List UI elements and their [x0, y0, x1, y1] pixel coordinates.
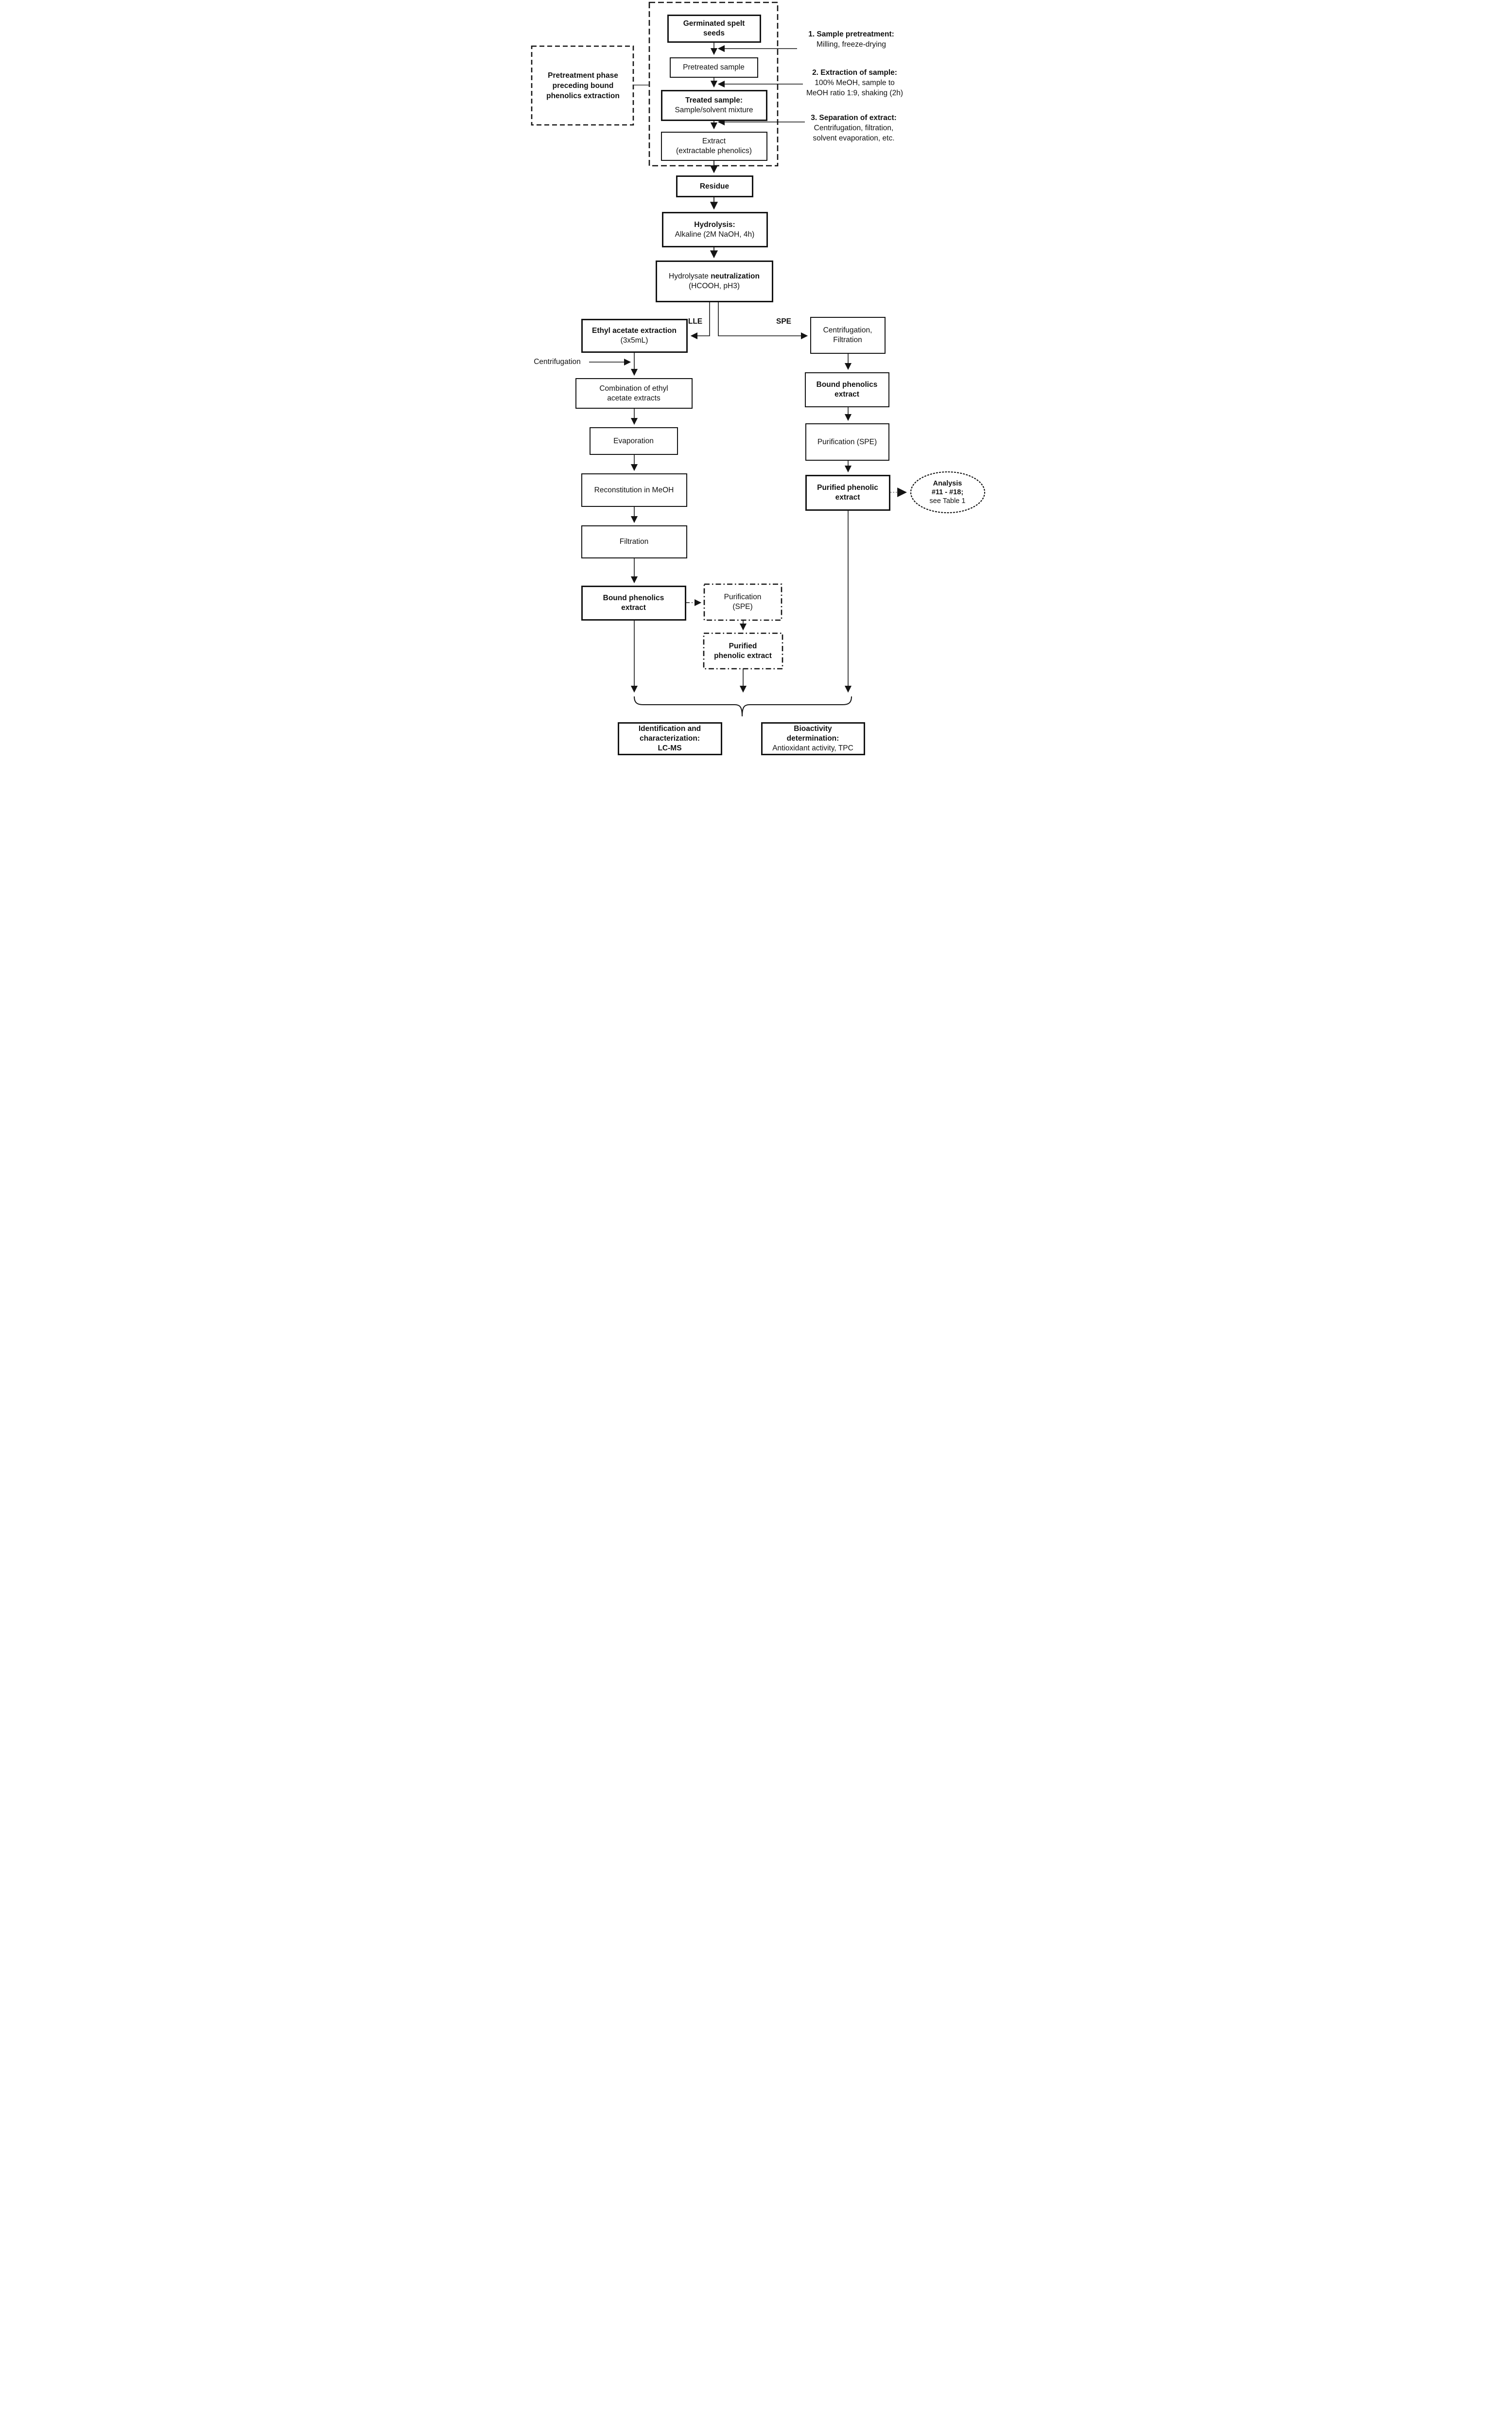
box-line: Purified phenolic — [817, 484, 878, 492]
box-extract-extractable-phenolics: Extract (extractable phenolics) — [660, 132, 767, 161]
box-line: Germinated spelt — [683, 19, 745, 28]
ellipse-line: Analysis — [933, 480, 962, 487]
box-purification-spe-optional: Purification (SPE) — [704, 584, 782, 620]
annotation-title: 2. Extraction of sample: — [812, 69, 897, 77]
box-ethyl-acetate-extraction: Ethyl acetate extraction (3x5mL) — [581, 319, 688, 353]
dashed-note-box — [531, 45, 634, 126]
note-line: phenolics extraction — [546, 91, 620, 100]
box-line: Purification (SPE) — [817, 437, 877, 446]
box-line: Hydrolysis: — [694, 220, 735, 229]
label-centrifugation: Centrifugation — [534, 358, 581, 366]
box-line: Treated sample: — [685, 96, 743, 104]
analysis-ellipse-label: Analysis #11 - #18; see Table 1 — [911, 472, 985, 513]
box-line-part-bold: neutralization — [711, 272, 760, 280]
box-line: Extract — [702, 137, 726, 145]
box-bound-phenolics-extract-right: Bound phenolics extract — [804, 372, 889, 407]
box-germinated-spelt-seeds: Germinated spelt seeds — [667, 15, 761, 43]
annotation-line: solvent evaporation, etc. — [813, 134, 895, 142]
box-hydrolysate-neutralization: Hydrolysate neutralization (HCOOH, pH3) — [655, 260, 773, 302]
analysis-ellipse — [910, 471, 985, 514]
box-purified-phenolic-extract-optional: Purified phenolic extract — [704, 633, 782, 669]
box-line: Bioactivity — [794, 725, 832, 733]
annotation-line: MeOH ratio 1:9, shaking (2h) — [806, 89, 903, 97]
box-line: Purified — [729, 642, 757, 650]
note-pretreatment-phase: Pretreatment phase preceding bound pheno… — [536, 49, 631, 122]
box-line: Residue — [699, 182, 730, 191]
annotation-separation-of-extract: 3. Separation of extract: Centrifugation… — [799, 113, 909, 143]
label-spe: SPE — [776, 317, 791, 326]
box-line: Filtration — [619, 538, 649, 546]
box-combination-ethyl-acetate: Combination of ethyl acetate extracts — [575, 378, 693, 409]
box-purification-spe-right: Purification (SPE) — [805, 423, 889, 461]
ellipse-line: see Table 1 — [929, 497, 966, 505]
box-bound-phenolics-extract-left: Bound phenolics extract — [581, 586, 686, 621]
dashdot-box-purification — [703, 583, 782, 621]
box-line: determination: — [786, 734, 839, 743]
box-line: (HCOOH, pH3) — [688, 282, 740, 290]
box-line: (extractable phenolics) — [676, 147, 752, 155]
box-filtration: Filtration — [581, 525, 687, 558]
box-bioactivity-determination: Bioactivity determination: Antioxidant a… — [761, 722, 865, 755]
box-line: extract — [834, 390, 859, 399]
box-line: Bound phenolics — [603, 594, 664, 602]
annotation-sample-pretreatment: 1. Sample pretreatment: Milling, freeze-… — [796, 29, 907, 50]
box-pretreated-sample: Pretreated sample — [669, 57, 758, 78]
box-line: phenolic extract — [714, 651, 772, 660]
box-line: LC-MS — [658, 744, 682, 752]
label-lle: LLE — [688, 317, 703, 326]
box-line: (3x5mL) — [620, 336, 648, 345]
branch-line-spe — [717, 302, 808, 340]
box-line: Filtration — [833, 336, 862, 344]
box-line: Bound phenolics — [816, 381, 878, 389]
box-purified-phenolic-extract-right: Purified phenolic extract — [805, 475, 890, 511]
box-line: Purification — [724, 593, 762, 601]
box-line: Combination of ethyl — [599, 384, 668, 393]
annotation-title: 3. Separation of extract: — [811, 114, 897, 122]
box-centrifugation-filtration: Centrifugation, Filtration — [810, 317, 886, 354]
box-residue: Residue — [676, 175, 753, 197]
annotation-line: Centrifugation, filtration, — [814, 124, 894, 132]
box-line: seeds — [703, 29, 725, 37]
box-identification-characterization-lcms: Identification and characterization: LC-… — [617, 722, 722, 755]
branch-line-lle — [690, 302, 710, 340]
box-line: characterization: — [639, 734, 700, 743]
box-line: Reconstitution in MeOH — [594, 486, 674, 494]
note-line: Pretreatment phase — [548, 71, 618, 80]
box-line: Centrifugation, — [823, 326, 872, 334]
box-line: Alkaline (2M NaOH, 4h) — [675, 230, 755, 239]
note-line: preceding bound — [552, 81, 614, 90]
box-line: Antioxidant activity, TPC — [772, 744, 853, 752]
box-treated-sample: Treated sample: Sample/solvent mixture — [660, 90, 767, 121]
box-line: extract — [621, 604, 646, 612]
box-line: Evaporation — [613, 436, 654, 445]
annotation-extraction-of-sample: 2. Extraction of sample: 100% MeOH, samp… — [795, 68, 915, 98]
box-hydrolysis: Hydrolysis: Alkaline (2M NaOH, 4h) — [661, 212, 768, 247]
box-line: Sample/solvent mixture — [675, 106, 753, 114]
gathering-brace — [633, 696, 852, 717]
box-line-part: Hydrolysate — [669, 272, 711, 280]
connector-layer — [531, 1, 985, 717]
box-evaporation: Evaporation — [589, 427, 678, 455]
box-line: Ethyl acetate extraction — [591, 327, 677, 335]
box-line: Identification and — [638, 725, 701, 733]
box-reconstitution-meoh: Reconstitution in MeOH — [581, 473, 687, 507]
box-line: extract — [835, 493, 860, 502]
annotation-title: 1. Sample pretreatment: — [808, 30, 894, 38]
annotation-line: 100% MeOH, sample to — [815, 79, 895, 87]
annotation-line: Milling, freeze-drying — [817, 40, 886, 49]
flowchart-canvas: Pretreatment phase preceding bound pheno… — [524, 0, 988, 764]
box-line: Pretreated sample — [683, 63, 745, 71]
box-line: Hydrolysate neutralization — [669, 272, 760, 281]
box-line: (SPE) — [732, 603, 753, 611]
box-line: acetate extracts — [607, 394, 660, 402]
ellipse-line: #11 - #18; — [931, 488, 964, 496]
